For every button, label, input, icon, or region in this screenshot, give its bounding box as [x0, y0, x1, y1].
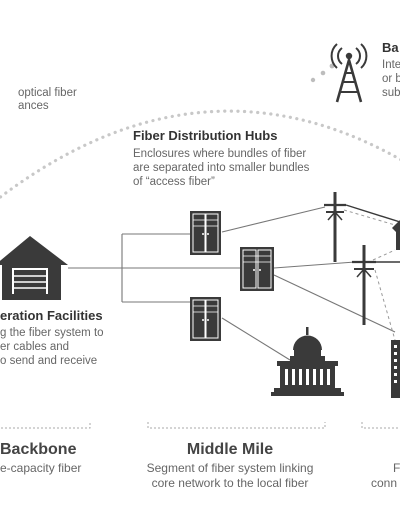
house-icon: [392, 220, 400, 250]
hubs-title: Fiber Distribution Hubs: [133, 128, 278, 143]
fiber-cabinet-icon: [240, 247, 274, 291]
middle-mile-desc-2: core network to the local fiber: [151, 476, 309, 490]
utility-pole-icon: [352, 245, 376, 325]
hubs-desc-3: of “access fiber”: [133, 176, 215, 188]
top-right-line-1: Inte: [382, 59, 400, 71]
warehouse-icon: [0, 236, 68, 300]
hubs-desc-2: are separated into smaller bundles: [133, 162, 310, 174]
fiber-cabinet-icon: [190, 211, 221, 255]
fiber-cabinet-icon: [190, 297, 221, 341]
wireless-arc: [0, 63, 400, 200]
right-section-desc-1: F: [393, 461, 400, 475]
middle-mile-title: Middle Mile: [186, 441, 274, 458]
backbone-title: Backbone: [0, 441, 77, 458]
right-section-desc-2: conn: [371, 476, 398, 490]
facilities-line-2: er cables and: [0, 341, 70, 353]
backbone-desc: e-capacity fiber: [0, 461, 82, 475]
facilities-line-3: o send and receive: [0, 355, 98, 367]
hubs-desc-1: Enclosures where bundles of fiber: [133, 148, 307, 160]
cell-tower-icon: [330, 43, 368, 103]
facilities-line-1: g the fiber system to: [0, 327, 104, 339]
dashed-lines: [343, 209, 396, 341]
top-left-line-1: optical fiber: [18, 87, 77, 99]
utility-pole-icon: [324, 192, 346, 262]
capitol-building-icon: [271, 327, 344, 396]
office-building-icon: [391, 340, 400, 398]
section-brackets: [0, 422, 400, 429]
fiber-lines: [68, 206, 396, 361]
top-right-line-2: or b: [382, 73, 400, 85]
facilities-title: eration Facilities: [0, 308, 103, 323]
top-right-line-3: sub: [382, 87, 400, 99]
pole-lines-right: [345, 204, 400, 263]
top-left-line-2: ances: [18, 100, 49, 112]
top-right-title: Ba: [382, 40, 399, 55]
middle-mile-desc-1: Segment of fiber system linking: [146, 461, 314, 475]
capitol-columns: [285, 369, 330, 385]
